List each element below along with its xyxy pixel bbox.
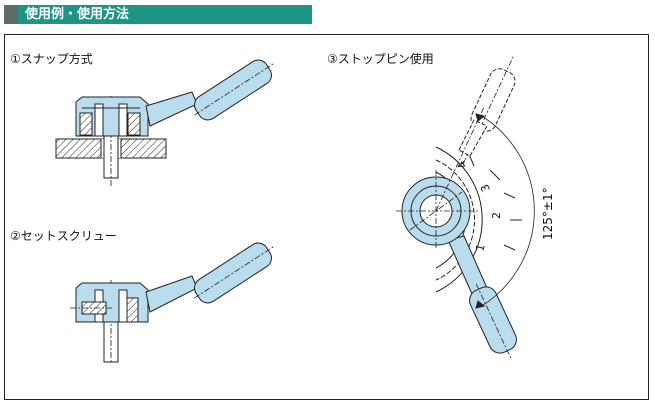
angle-dimension-arc: [479, 114, 535, 308]
scale-outer-arc: [435, 146, 483, 293]
setscrew-diagram: [70, 242, 274, 363]
label-setscrew: ②セットスクリュー: [10, 229, 117, 243]
section-title: 使用例・使用方法: [25, 7, 130, 22]
setscrew-grip: [194, 242, 274, 304]
illustration-frame: [4, 34, 649, 400]
snap-grip: [194, 59, 274, 121]
snap-arm: [145, 91, 198, 127]
label-stoppin: ③ストップピン使用: [327, 52, 434, 66]
header-mark: [4, 5, 18, 24]
dial-number-2: 2: [490, 212, 503, 219]
label-snap: ①スナップ方式: [10, 52, 93, 66]
dial-number-3: 3: [478, 182, 493, 193]
setscrew-arm: [145, 275, 198, 313]
dial-number-4: 4: [455, 158, 469, 172]
dial-number-1: 1: [473, 243, 487, 253]
snap-diagram: [55, 59, 274, 188]
stoppin-diagram: [396, 54, 535, 359]
section-header: 使用例・使用方法: [4, 5, 312, 24]
angle-label: 125°±1°: [541, 187, 555, 240]
